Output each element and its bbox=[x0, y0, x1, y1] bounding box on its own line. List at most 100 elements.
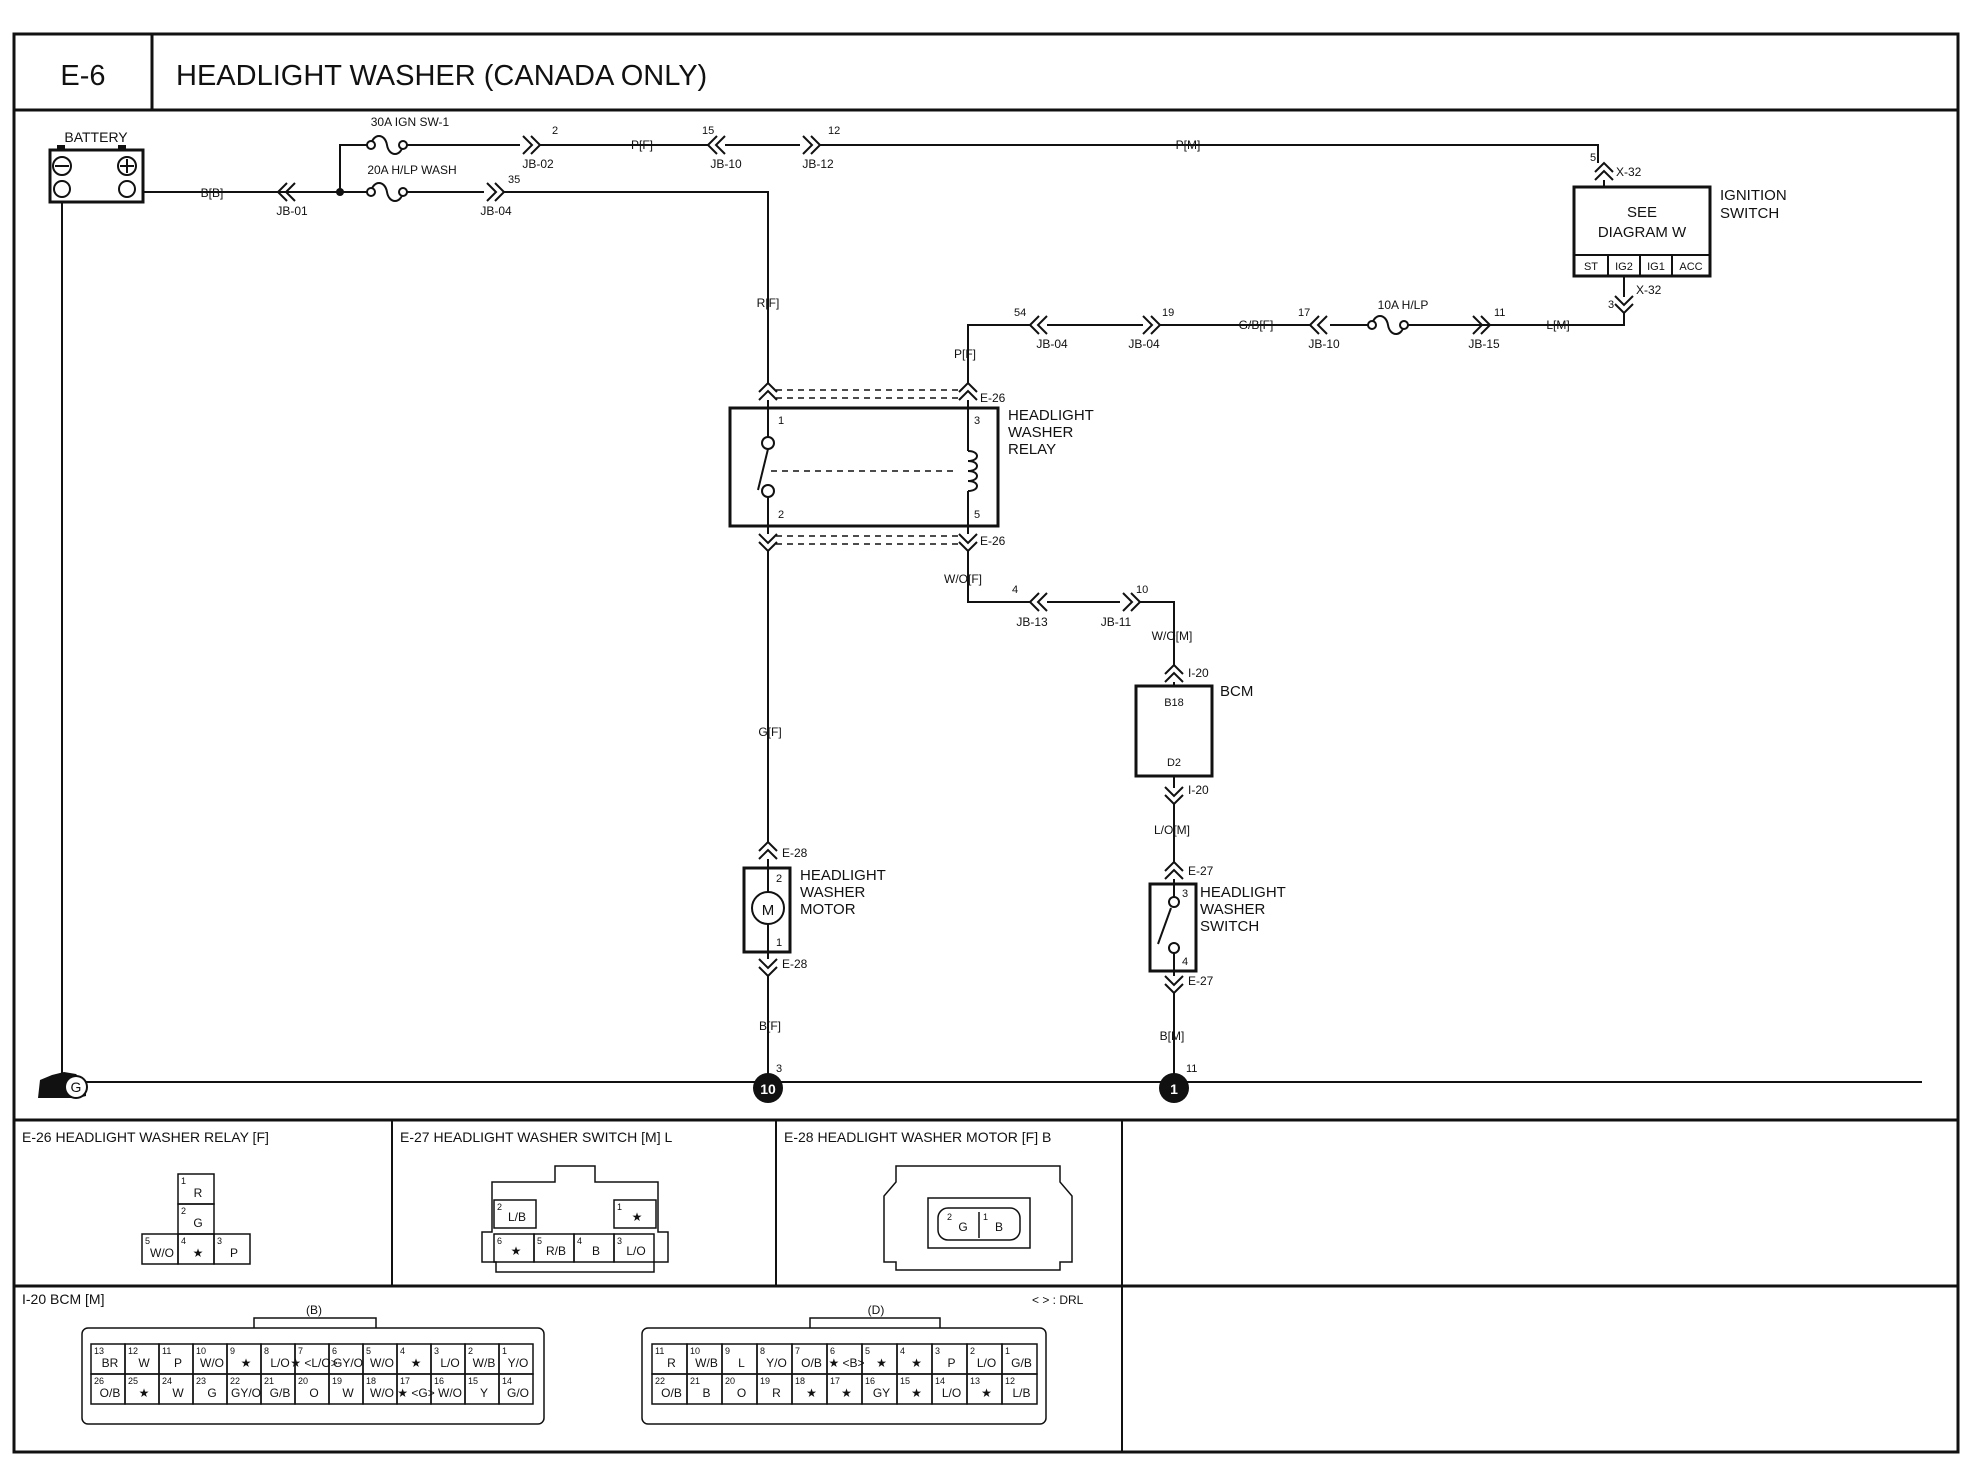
svg-text:4: 4 bbox=[1012, 584, 1018, 596]
wire-color: L/B bbox=[508, 1210, 526, 1224]
pin-number: 12 bbox=[1005, 1376, 1015, 1386]
battery: BATTERY bbox=[48, 129, 145, 204]
pin-number: 22 bbox=[230, 1376, 240, 1386]
e26-pin-cell: 5W/O bbox=[145, 1236, 174, 1260]
i20-b-pin-cell: 6GY/O bbox=[328, 1343, 364, 1375]
svg-text:JB-04: JB-04 bbox=[480, 204, 512, 218]
svg-text:17: 17 bbox=[1298, 307, 1310, 319]
pin-number: 8 bbox=[760, 1346, 765, 1356]
e27-pin-cell: 1★ bbox=[613, 1199, 657, 1229]
svg-text:3: 3 bbox=[1608, 299, 1614, 311]
e27-pin-cell: 5R/B bbox=[533, 1233, 575, 1263]
pin-number: 2 bbox=[947, 1212, 952, 1222]
drl-note: < > : DRL bbox=[1032, 1293, 1084, 1307]
wire-color: ★ bbox=[911, 1356, 922, 1370]
svg-text:3: 3 bbox=[974, 415, 980, 427]
bcm-module: B18 D2 bbox=[1134, 684, 1214, 778]
diagram-code: E-6 bbox=[60, 60, 105, 92]
wire-color: W/B bbox=[473, 1356, 496, 1370]
switch-label: HEADLIGHT bbox=[1200, 884, 1286, 901]
i20-b-pin-cell: 10W/O bbox=[192, 1343, 228, 1375]
pin-number: 16 bbox=[865, 1376, 875, 1386]
pin-number: 3 bbox=[434, 1346, 439, 1356]
i20-d-pin-cell: 17★ bbox=[826, 1373, 863, 1405]
i20-b-connector-view bbox=[81, 1317, 545, 1425]
fuse-10a-label: 10A H/LP bbox=[1378, 298, 1429, 312]
i20-d-pin-cell: 10W/B bbox=[686, 1343, 723, 1375]
svg-text:E-28: E-28 bbox=[782, 957, 808, 971]
connector-jb10b-icon bbox=[1309, 315, 1328, 335]
wire-color: GY/O bbox=[231, 1386, 261, 1400]
pin-number: 11 bbox=[162, 1346, 171, 1356]
headlight-washer-motor: M 2 1 bbox=[742, 866, 792, 954]
svg-text:SWITCH: SWITCH bbox=[1200, 918, 1259, 935]
connector-x32-in-icon bbox=[1594, 162, 1614, 181]
wire-color: W bbox=[172, 1386, 184, 1400]
svg-text:E-28: E-28 bbox=[782, 846, 808, 860]
svg-text:5: 5 bbox=[974, 509, 980, 521]
pin-number: 6 bbox=[332, 1346, 337, 1356]
pin-number: 15 bbox=[900, 1376, 910, 1386]
svg-text:10: 10 bbox=[760, 1081, 776, 1097]
wire-color: L/O bbox=[270, 1356, 289, 1370]
pin-number: 1 bbox=[983, 1212, 988, 1222]
pin-number: 10 bbox=[196, 1346, 206, 1356]
svg-text:JB-04: JB-04 bbox=[1036, 337, 1068, 351]
svg-text:JB-11: JB-11 bbox=[1101, 615, 1132, 629]
svg-text:3: 3 bbox=[1182, 888, 1188, 900]
i20-d-connector-view bbox=[641, 1317, 1047, 1425]
pin-number: 1 bbox=[1005, 1346, 1010, 1356]
svg-text:5: 5 bbox=[1590, 152, 1596, 164]
connector-x32-out-icon bbox=[1614, 295, 1634, 314]
wire-color: G/B bbox=[270, 1386, 291, 1400]
pin-number: 13 bbox=[970, 1376, 980, 1386]
e27-pin-cell: 6★ bbox=[493, 1233, 535, 1263]
wire-color: O/B bbox=[661, 1386, 682, 1400]
svg-text:35: 35 bbox=[508, 174, 520, 186]
connector-jb13-icon bbox=[1029, 592, 1048, 612]
connector-e27-top-icon bbox=[1164, 861, 1184, 880]
svg-text:ST: ST bbox=[1584, 261, 1598, 273]
pin-number: 3 bbox=[217, 1236, 222, 1246]
svg-text:54: 54 bbox=[1014, 307, 1026, 319]
i20-b-pin-cell: 19W bbox=[328, 1373, 364, 1405]
wire-color: Y bbox=[480, 1386, 488, 1400]
battery-label: BATTERY bbox=[64, 129, 128, 145]
e27-pin-cell: 3L/O bbox=[613, 1233, 655, 1263]
pin-number: 17 bbox=[830, 1376, 840, 1386]
pin-number: 1 bbox=[181, 1176, 186, 1186]
i20-b-pin-cell: 7★ <L/O> bbox=[290, 1343, 338, 1375]
connector-i20-in-icon bbox=[1164, 664, 1184, 683]
svg-text:E-26: E-26 bbox=[980, 391, 1006, 405]
pin-number: 4 bbox=[400, 1346, 405, 1356]
wire-color: G bbox=[193, 1216, 202, 1230]
pin-number: 19 bbox=[332, 1376, 342, 1386]
motor-m-icon: M bbox=[762, 902, 775, 919]
ground-point-10-icon bbox=[753, 1073, 783, 1103]
i20-b-pin-cell: 21G/B bbox=[260, 1373, 296, 1405]
i20-d-pin-cell: 6★ <B> bbox=[826, 1343, 865, 1375]
e26-connector-title: E-26 HEADLIGHT WASHER RELAY [F] bbox=[22, 1129, 269, 1145]
svg-text:R[F]: R[F] bbox=[757, 296, 780, 310]
i20-b-pin-cell: 9★ bbox=[226, 1343, 262, 1375]
fuse-20a-icon bbox=[364, 182, 410, 202]
pin-number: 7 bbox=[795, 1346, 800, 1356]
svg-text:JB-10: JB-10 bbox=[1308, 337, 1340, 351]
svg-text:L/O[M]: L/O[M] bbox=[1154, 823, 1190, 837]
pin-number: 4 bbox=[900, 1346, 905, 1356]
pin-number: 4 bbox=[577, 1236, 582, 1246]
pin-number: 7 bbox=[298, 1346, 303, 1356]
pin-number: 5 bbox=[865, 1346, 870, 1356]
i20-d-pin-cell: 12L/B bbox=[1001, 1373, 1038, 1405]
i20-b-pin-cell: 3L/O bbox=[430, 1343, 466, 1375]
pin-number: 21 bbox=[690, 1376, 700, 1386]
wire-color: P bbox=[947, 1356, 955, 1370]
svg-text:SEE: SEE bbox=[1627, 204, 1657, 221]
connector-e28-bottom-icon bbox=[758, 958, 778, 977]
wire-color: P bbox=[230, 1246, 238, 1260]
pin-number: 4 bbox=[181, 1236, 186, 1246]
pin-number: 5 bbox=[366, 1346, 371, 1356]
